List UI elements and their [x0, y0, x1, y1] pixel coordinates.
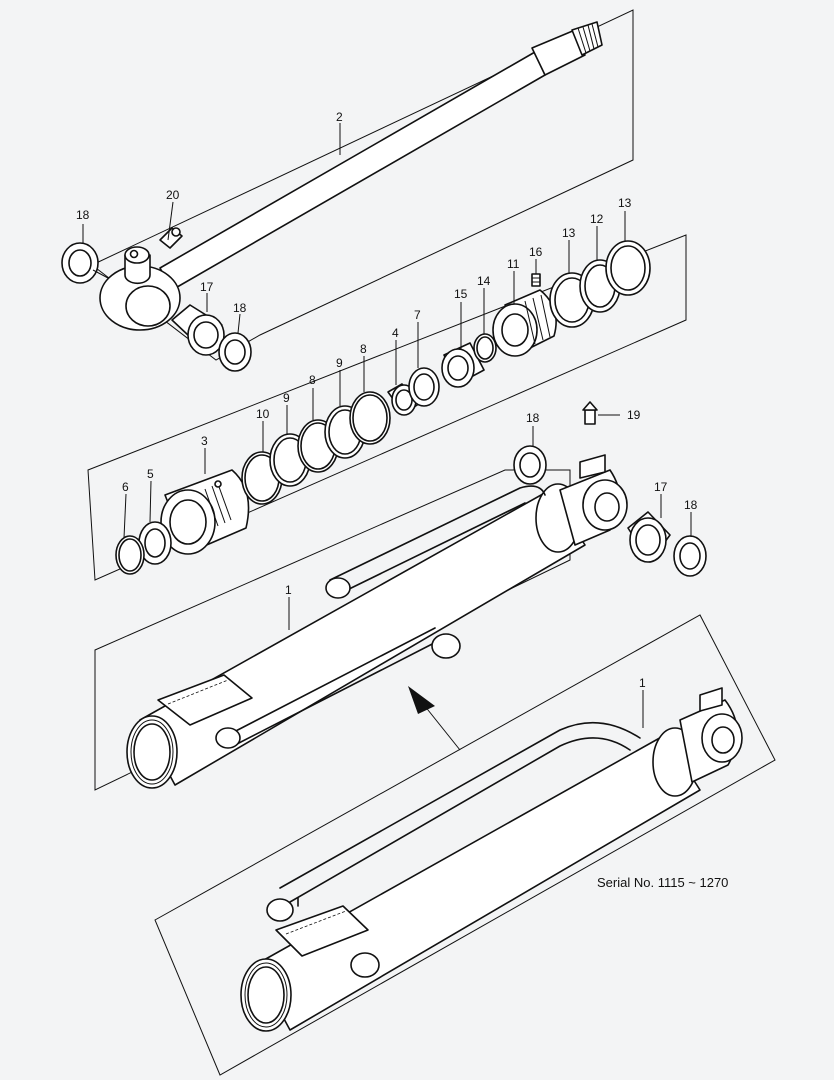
- serial-number-note: Serial No. 1115 ~ 1270: [597, 875, 728, 890]
- piston-11: [492, 289, 557, 357]
- callout-16: 16: [529, 245, 543, 259]
- cylinder-tube: [126, 454, 628, 789]
- callout-labels: 2 18 20 17 18 6 5 3 10 9 8 9 8 4 7 15 14…: [76, 110, 728, 890]
- callout-20: 20: [166, 188, 180, 202]
- callout-13: 13: [618, 196, 632, 210]
- cylinder-tube-alt: [240, 687, 743, 1032]
- piston-rod: [99, 21, 603, 331]
- frame-seal-group: [87, 234, 687, 581]
- callout-14: 14: [477, 274, 491, 288]
- callout-5: 5: [147, 467, 154, 481]
- callout-18: 18: [684, 498, 698, 512]
- callout-12: 12: [590, 212, 604, 226]
- callout-1: 1: [639, 676, 646, 690]
- callout-17: 17: [654, 480, 668, 494]
- bushing-17a: [171, 304, 225, 356]
- o-ring-14: [473, 333, 497, 363]
- callout-10: 10: [256, 407, 270, 421]
- frame-tube-alt-group: [154, 614, 776, 1076]
- callout-1: 1: [285, 583, 292, 597]
- grease-nipple-19: [582, 401, 598, 425]
- seal-ring-5: [138, 521, 172, 565]
- callout-3: 3: [201, 434, 208, 448]
- spacer-15: [441, 342, 485, 388]
- callout-18: 18: [526, 411, 540, 425]
- callout-13: 13: [562, 226, 576, 240]
- callout-19: 19: [627, 408, 641, 422]
- callout-18: 18: [233, 301, 247, 315]
- callout-9: 9: [283, 391, 290, 405]
- callout-8: 8: [309, 373, 316, 387]
- set-screw-16: [531, 273, 541, 287]
- wear-ring-13b: [605, 240, 651, 296]
- callout-4: 4: [392, 326, 399, 340]
- seal-ring-18c: [513, 445, 547, 485]
- seal-ring-18d: [673, 535, 707, 577]
- snap-ring-6: [115, 535, 145, 575]
- callout-7: 7: [414, 308, 421, 322]
- rod-cover-3: [160, 469, 250, 555]
- callout-15: 15: [454, 287, 468, 301]
- callout-18: 18: [76, 208, 90, 222]
- arrow-icon: [408, 686, 461, 751]
- seal-ring-18a: [61, 242, 99, 284]
- bushing-17b: [627, 511, 671, 563]
- seal-ring-7: [408, 367, 440, 407]
- seal-ring-18b: [218, 332, 252, 372]
- seal-ring-8b: [349, 391, 391, 445]
- leader-lines: [82, 123, 692, 728]
- callout-17: 17: [200, 280, 214, 294]
- callout-9: 9: [336, 356, 343, 370]
- callout-8: 8: [360, 342, 367, 356]
- callout-2: 2: [336, 110, 343, 124]
- callout-11: 11: [507, 257, 520, 271]
- callout-6: 6: [122, 480, 129, 494]
